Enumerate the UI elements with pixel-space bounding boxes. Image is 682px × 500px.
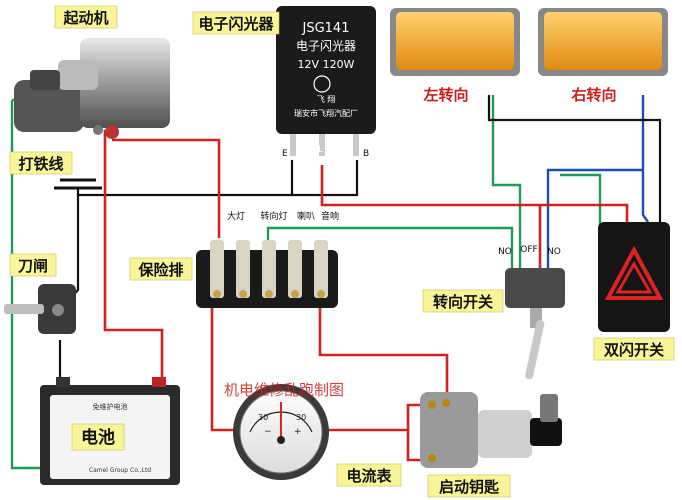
left-turn-lamp — [390, 8, 520, 76]
turn-switch-tag: 转向开关 — [422, 289, 504, 313]
ammeter-minus: − — [264, 427, 272, 437]
starter-tag: 起动机 — [54, 5, 118, 29]
black-wires — [58, 95, 662, 380]
switch-pos-no-right: NO — [547, 247, 561, 257]
terminal-l: L — [318, 145, 323, 155]
fuse-screw — [239, 290, 247, 298]
ground-wire-label: 打铁线 — [18, 155, 63, 173]
terminal-e: E — [282, 149, 288, 159]
terminal-b: B — [363, 149, 369, 159]
switch-pos-off: OFF — [520, 245, 537, 255]
fuse-label-audio: 音响 — [321, 210, 339, 222]
flasher-tag: 电子闪光器 — [192, 11, 280, 35]
fuse-screw — [291, 290, 299, 298]
turn-switch-label: 转向开关 — [433, 293, 493, 311]
fuse-label-horn: 喇叭 — [297, 210, 315, 222]
fuse-blade — [262, 240, 276, 298]
starter-motor — [14, 38, 170, 139]
ignition-key-label: 启动钥匙 — [439, 478, 500, 496]
battery-label: 电池 — [81, 427, 115, 448]
ammeter-tag: 电流表 — [336, 463, 402, 487]
flasher-brand: 飞 翔 — [317, 94, 336, 104]
battery-tag: 电池 — [71, 423, 125, 451]
hazard-switch-tag: 双闪开关 — [593, 337, 675, 361]
right-turn-lamp — [538, 8, 668, 76]
fuse-box-label: 保险排 — [137, 261, 183, 279]
ground-symbol — [54, 178, 102, 200]
fuse-label-turn-light: 转向灯 — [260, 210, 287, 222]
fuse-blade — [236, 240, 250, 298]
turn-switch — [505, 268, 565, 380]
fuse-screw — [213, 290, 221, 298]
battery-print-top: 免维护电池 — [93, 402, 128, 411]
red-wires — [103, 130, 629, 462]
fuse-screw — [317, 290, 325, 298]
flasher-maker: 瑞安市飞翔汽配厂 — [294, 108, 358, 118]
blue-wires — [546, 95, 649, 275]
knife-switch-tag: 刀闸 — [9, 253, 57, 277]
right-turn-label: 右转向 — [571, 86, 616, 104]
fuse-blade — [288, 240, 302, 298]
flasher-name: 电子闪光器 — [296, 39, 356, 53]
hazard-switch — [598, 222, 670, 332]
flasher-relay — [276, 6, 376, 156]
ammeter — [233, 384, 329, 480]
watermark-text: 机电维修乱跑制图 — [224, 381, 344, 399]
fuse-box-tag: 保险排 — [129, 257, 193, 281]
knife-switch — [4, 284, 76, 334]
flasher-model: JSG141 — [302, 21, 350, 36]
ammeter-plus: + — [294, 427, 302, 437]
fuse-box — [196, 240, 338, 308]
fuse-label-headlight: 大灯 — [227, 210, 245, 222]
ammeter-scale-left: 30 — [258, 413, 268, 422]
fuse-screw — [265, 290, 273, 298]
fuse-blade — [210, 240, 224, 298]
green-wires — [10, 95, 602, 470]
ground-tag: 打铁线 — [9, 151, 73, 175]
flasher-label: 电子闪光器 — [198, 15, 274, 33]
knife-switch-label: 刀闸 — [18, 257, 48, 275]
fuse-blade — [314, 240, 328, 298]
flasher-rating: 12V 120W — [298, 58, 355, 71]
ammeter-label: 电流表 — [346, 467, 392, 485]
ignition-key-tag: 启动钥匙 — [427, 474, 511, 498]
hazard-switch-label: 双闪开关 — [604, 341, 664, 359]
ammeter-scale-right: 30 — [296, 413, 306, 422]
ignition-key — [420, 392, 562, 468]
left-turn-label: 左转向 — [422, 86, 468, 104]
battery-print-brand: Camel Group Co.,Ltd — [89, 467, 151, 474]
starter-label: 起动机 — [62, 9, 108, 27]
switch-pos-no-left: NO — [498, 247, 512, 257]
